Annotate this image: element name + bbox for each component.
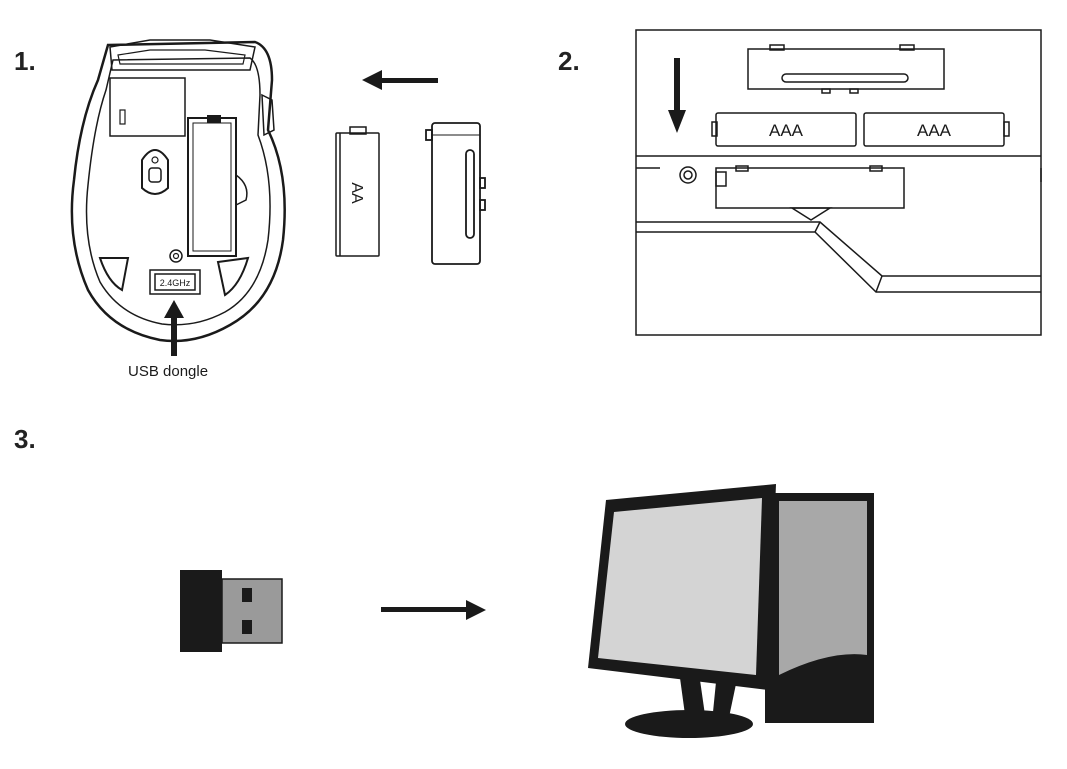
aa-battery (335, 126, 380, 257)
connect-arrow (381, 600, 486, 620)
usb-dongle-arrow (164, 300, 184, 356)
usb-dongle-label: USB dongle (128, 363, 209, 380)
step-2-number: 2. (558, 46, 580, 76)
aaa-installation-panel (635, 29, 1042, 336)
battery-cover (425, 122, 486, 265)
pc-tower (765, 493, 874, 723)
insert-arrow (362, 70, 438, 90)
step-3-number: 3. (14, 424, 36, 454)
dongle-slot-label: 2.4GHz (160, 278, 191, 288)
usb-dongle (180, 570, 283, 652)
monitor (588, 484, 776, 738)
mouse-underside (70, 39, 286, 343)
down-arrow (668, 58, 686, 133)
aaa-battery-left-label: AAA (769, 121, 804, 140)
step-1-number: 1. (14, 46, 36, 76)
aaa-battery-right-label: AAA (917, 121, 952, 140)
aa-battery-label: AA (348, 182, 365, 204)
